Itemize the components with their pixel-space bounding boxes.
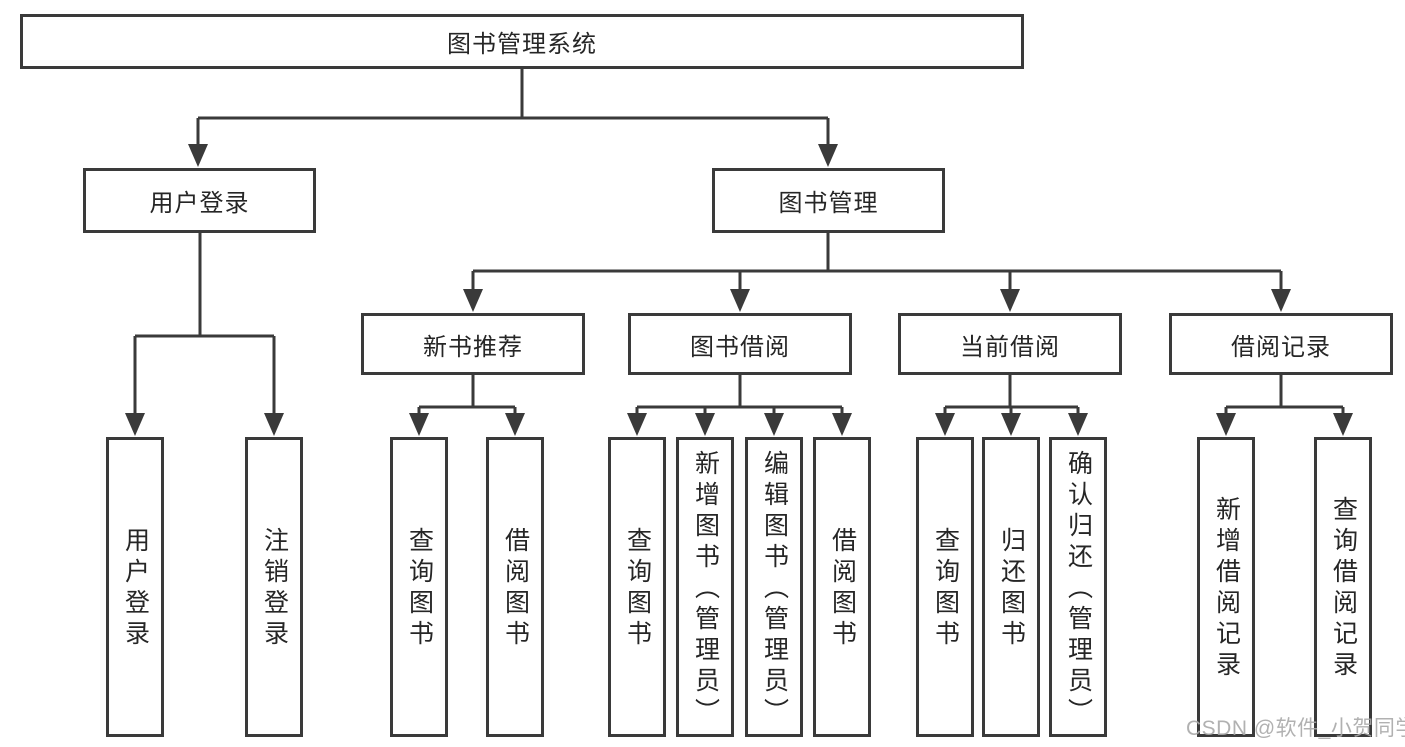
leaf-query-books-recommend: 查询图书 bbox=[390, 437, 448, 737]
leaf-borrow-books: 借阅图书 bbox=[813, 437, 871, 737]
node-book-borrow: 图书借阅 bbox=[628, 313, 852, 375]
leaf-query-borrow-record: 查询借阅记录 bbox=[1314, 437, 1372, 737]
node-book-management: 图书管理 bbox=[712, 168, 945, 233]
leaf-query-books-current: 查询图书 bbox=[916, 437, 974, 737]
leaf-return-books: 归还图书 bbox=[982, 437, 1040, 737]
csdn-watermark: CSDN @软件_小贺同学 bbox=[1186, 717, 1405, 740]
node-current-borrow: 当前借阅 bbox=[898, 313, 1122, 375]
leaf-logout: 注销登录 bbox=[245, 437, 303, 737]
leaf-confirm-return-admin: 确认归还（管理员） bbox=[1049, 437, 1107, 737]
node-user-login: 用户登录 bbox=[83, 168, 316, 233]
leaf-user-login: 用户登录 bbox=[106, 437, 164, 737]
leaf-add-borrow-record: 新增借阅记录 bbox=[1197, 437, 1255, 737]
leaf-query-books-borrow: 查询图书 bbox=[608, 437, 666, 737]
node-library-system: 图书管理系统 bbox=[20, 14, 1024, 69]
leaf-edit-books-admin: 编辑图书（管理员） bbox=[745, 437, 803, 737]
node-borrow-records: 借阅记录 bbox=[1169, 313, 1393, 375]
arrowhead-icons bbox=[125, 144, 1353, 436]
node-new-book-recommend: 新书推荐 bbox=[361, 313, 585, 375]
leaf-add-books-admin: 新增图书（管理员） bbox=[676, 437, 734, 737]
leaf-borrow-books-recommend: 借阅图书 bbox=[486, 437, 544, 737]
